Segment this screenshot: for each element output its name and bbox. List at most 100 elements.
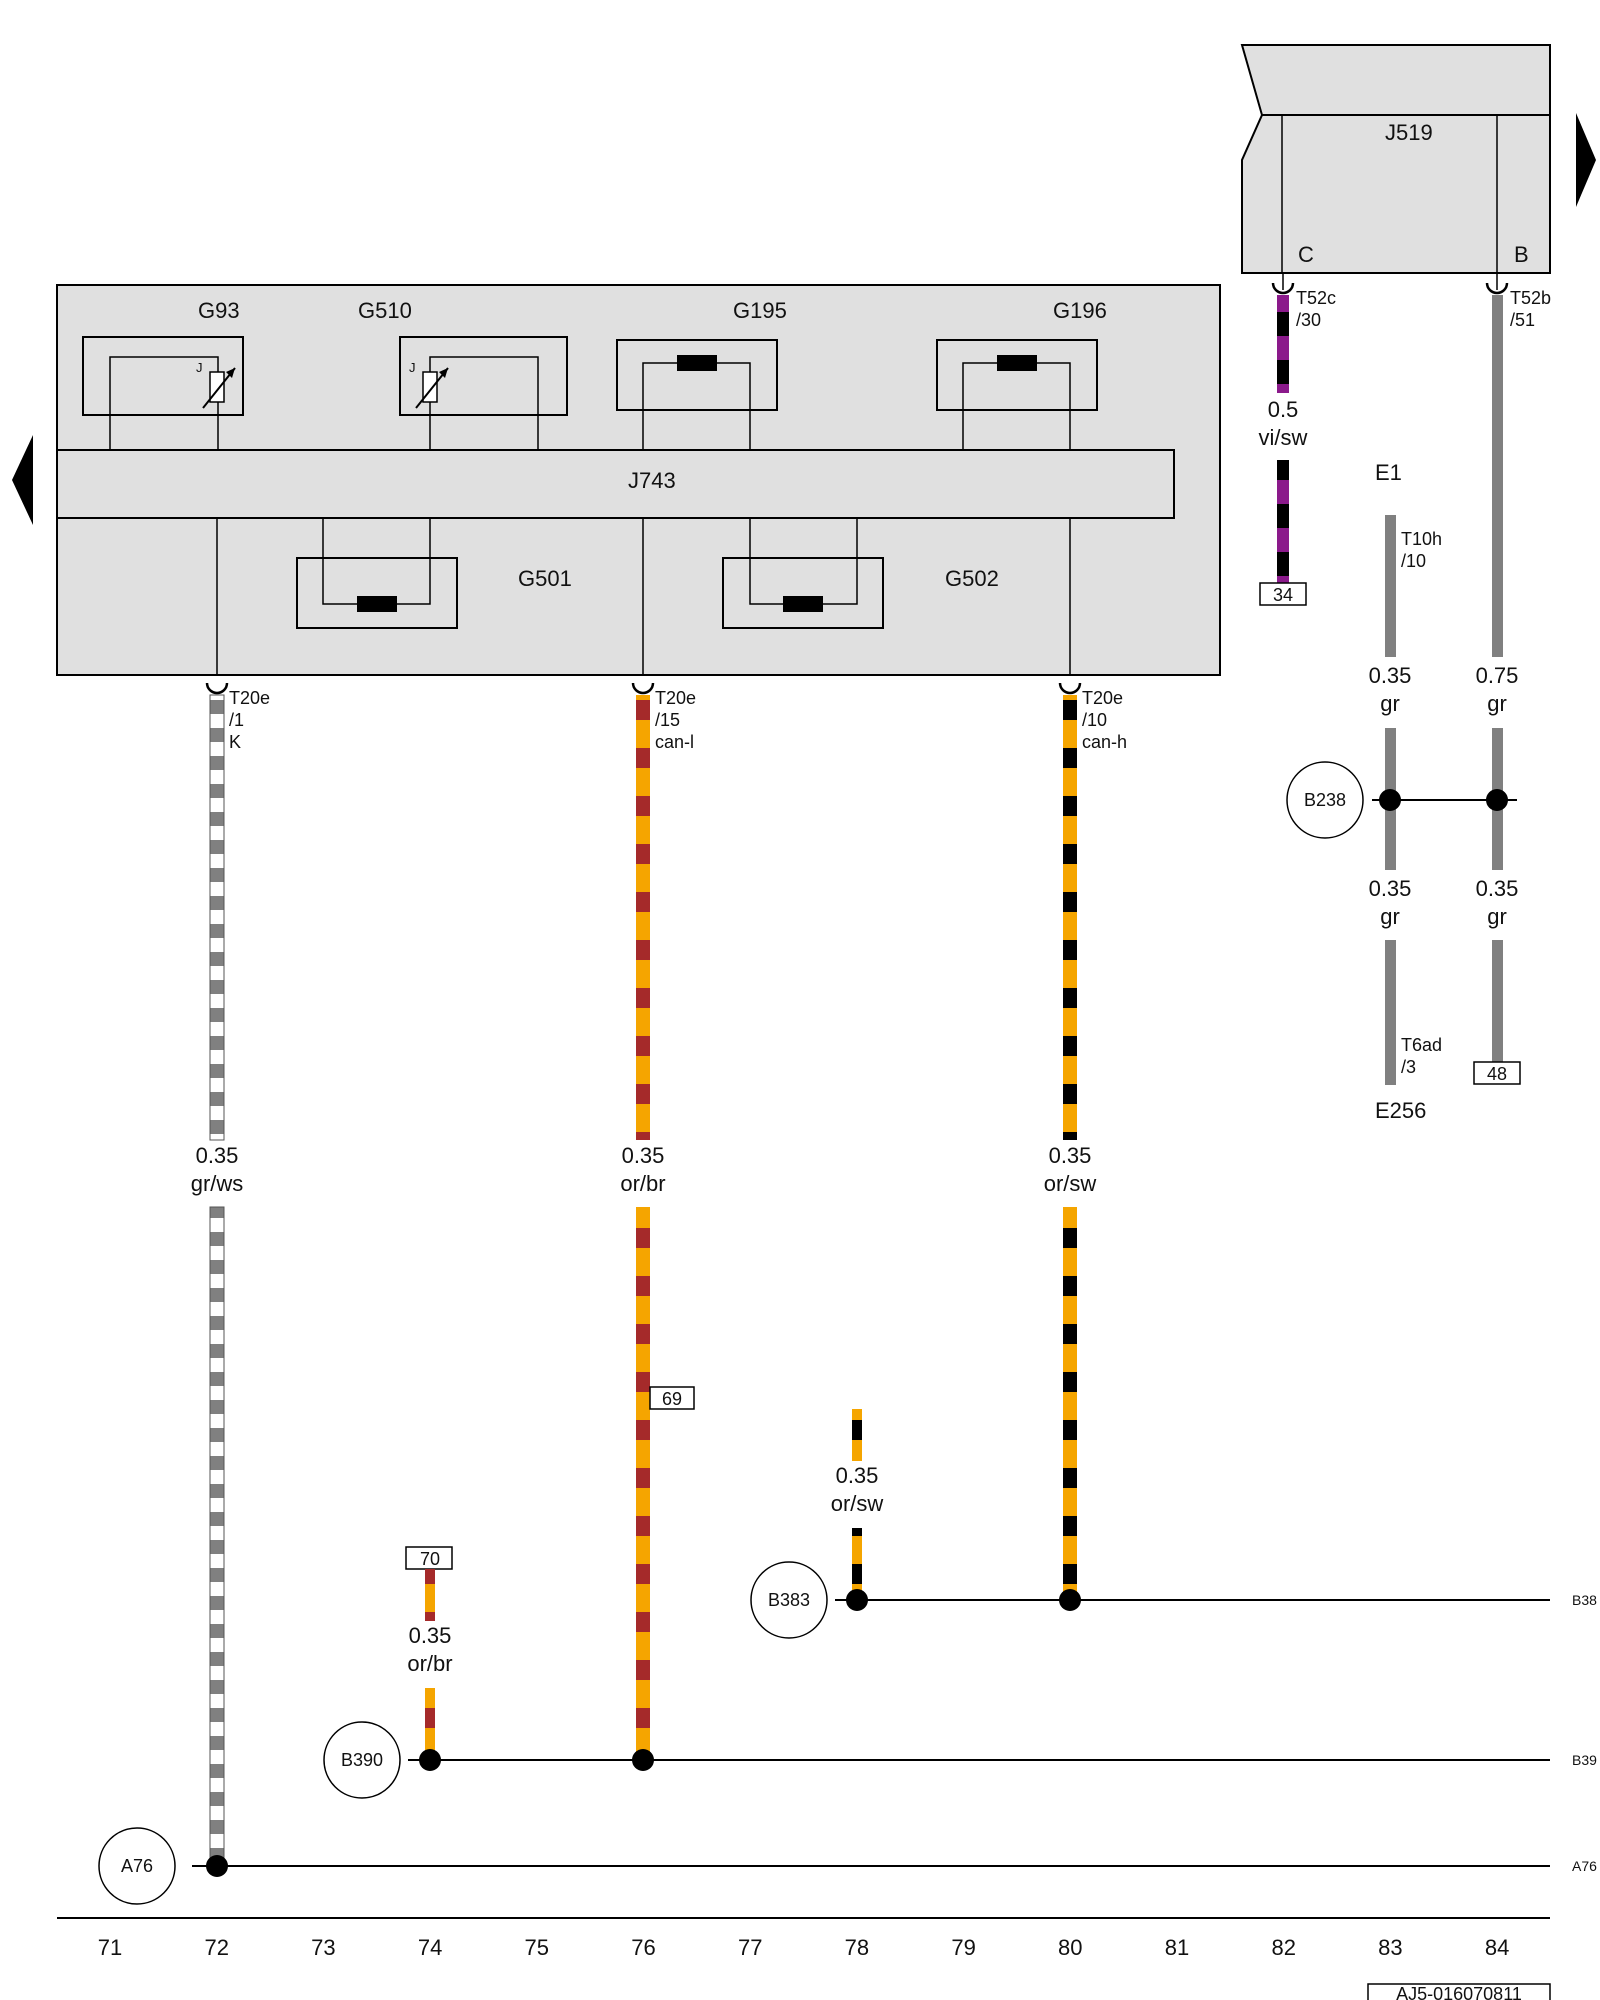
wire-84-gr[interactable]: 0.75 gr 0.35 gr 48 (1473, 295, 1521, 1085)
b238-label: B238 (1304, 790, 1346, 810)
j743-module (56, 449, 1175, 519)
grid-number: 73 (311, 1935, 335, 1960)
page-continue-left-arrow[interactable] (12, 435, 33, 525)
wire-83-gr[interactable]: T10h /10 0.35 gr 0.35 gr T6ad /3 (1369, 515, 1442, 1085)
g501-label: G501 (518, 566, 572, 591)
wire-80-or-sw[interactable]: 0.35 or/sw (1044, 695, 1097, 1599)
grid-numbers: 71 72 73 74 75 76 77 78 79 80 81 82 83 84 (98, 1935, 1510, 1960)
wire-78-color: or/sw (831, 1491, 884, 1516)
t6ad-3-line2: /3 (1401, 1057, 1416, 1077)
t52b-51-line1: T52b (1510, 288, 1551, 308)
t10h-10-line1: T10h (1401, 529, 1442, 549)
connector-pin-t20e-15: T20e /15 can-l (631, 682, 696, 752)
edge-b38: B38 (1572, 1592, 1597, 1608)
t20e-15-line3: can-l (655, 732, 694, 752)
grid-number: 81 (1165, 1935, 1189, 1960)
t6ad-3-line1: T6ad (1401, 1035, 1442, 1055)
wire-76-size: 0.35 (622, 1143, 665, 1168)
connector-pin-t52b-51: T52b /51 (1485, 273, 1551, 330)
wire-82-color: vi/sw (1259, 425, 1308, 450)
g195-label: G195 (733, 298, 787, 323)
wire-84a-color: gr (1487, 691, 1507, 716)
g195-sensor: G195 (616, 298, 787, 450)
g502-label: G502 (945, 566, 999, 591)
wire-82-vi-sw[interactable]: 0.5 vi/sw 34 (1259, 295, 1308, 606)
grid-number: 76 (631, 1935, 655, 1960)
wire-83b-size: 0.35 (1369, 876, 1412, 901)
grid-number: 83 (1378, 1935, 1402, 1960)
b383-label: B383 (768, 1590, 810, 1610)
connector-pin-t20e-10: T20e /10 can-h (1058, 682, 1127, 752)
edge-a76: A76 (1572, 1858, 1597, 1874)
document-id-box: AJ5-016070811 (1367, 1983, 1551, 2000)
ref-48: 48 (1487, 1064, 1507, 1084)
ref-69: 69 (662, 1389, 682, 1409)
ref-70: 70 (420, 1549, 440, 1569)
grid-number: 72 (204, 1935, 228, 1960)
wire-80-color: or/sw (1044, 1171, 1097, 1196)
grid-number: 77 (738, 1935, 762, 1960)
wire-78-or-sw[interactable]: 69 0.35 or/sw (649, 1386, 884, 1600)
page-continue-right-arrow[interactable] (1576, 113, 1596, 207)
bus-b390[interactable]: B390 B39 (323, 1721, 1597, 1799)
j519-label: J519 (1385, 120, 1433, 145)
splice-b238[interactable]: B238 (1286, 761, 1517, 839)
ref-box-69 (649, 1386, 695, 1410)
grid-number: 74 (418, 1935, 442, 1960)
j519-module: J519 C B (1240, 44, 1551, 274)
grid-number: 75 (525, 1935, 549, 1960)
t20e-15-line2: /15 (655, 710, 680, 730)
document-id: AJ5-016070811 (1396, 1984, 1522, 2000)
bus-a76[interactable]: A76 A76 (98, 1827, 1597, 1905)
grid-number: 82 (1271, 1935, 1295, 1960)
g502-sensor: G502 (722, 518, 999, 629)
grid-number: 78 (845, 1935, 869, 1960)
wire-84b-size: 0.35 (1476, 876, 1519, 901)
wire-84a-size: 0.75 (1476, 663, 1519, 688)
j743-label: J743 (628, 468, 676, 493)
t52c-30-line1: T52c (1296, 288, 1336, 308)
t20e-1-line3: K (229, 732, 241, 752)
a76-label: A76 (121, 1856, 153, 1876)
bus-b383[interactable]: B383 B38 (750, 1561, 1597, 1639)
connector-pin-t20e-1: T20e /1 K (205, 682, 270, 752)
wire-83a-size: 0.35 (1369, 663, 1412, 688)
g93-j-mark: J (196, 360, 203, 375)
wire-82-size: 0.5 (1268, 397, 1299, 422)
t20e-10-line1: T20e (1082, 688, 1123, 708)
wire-74-or-br[interactable]: 70 0.35 or/br (405, 1546, 453, 1760)
wire-80-size: 0.35 (1049, 1143, 1092, 1168)
wire-76-or-br[interactable]: 0.35 or/br (620, 695, 666, 1760)
g93-label: G93 (198, 298, 240, 323)
grid-number: 84 (1485, 1935, 1509, 1960)
wire-78-size: 0.35 (836, 1463, 879, 1488)
g501-sensor: G501 (296, 518, 572, 629)
grid-number: 80 (1058, 1935, 1082, 1960)
g93-sensor: J G93 (82, 298, 244, 450)
ref-box-34 (1259, 582, 1307, 606)
g196-sensor: G196 (936, 298, 1107, 450)
e1-label: E1 (1375, 460, 1402, 485)
t20e-10-line3: can-h (1082, 732, 1127, 752)
edge-b39: B39 (1572, 1752, 1597, 1768)
ref-box-48 (1473, 1061, 1521, 1085)
grid-number: 79 (951, 1935, 975, 1960)
wire-72-gr-ws[interactable]: 0.35 gr/ws (191, 694, 244, 1868)
wire-72-size: 0.35 (196, 1143, 239, 1168)
wire-74-size: 0.35 (409, 1623, 452, 1648)
t20e-1-line2: /1 (229, 710, 244, 730)
wire-74-color: or/br (407, 1651, 452, 1676)
wire-83a-color: gr (1380, 691, 1400, 716)
wire-76-color: or/br (620, 1171, 665, 1196)
b390-label: B390 (341, 1750, 383, 1770)
sensor-housing: J743 (56, 284, 1221, 676)
t20e-1-line1: T20e (229, 688, 270, 708)
ref-34: 34 (1273, 585, 1293, 605)
wire-83b-color: gr (1380, 904, 1400, 929)
wire-84b-color: gr (1487, 904, 1507, 929)
g510-j-mark: J (409, 360, 416, 375)
g510-label: G510 (358, 298, 412, 323)
grid-number: 71 (98, 1935, 122, 1960)
g510-sensor: J G510 (358, 298, 568, 450)
